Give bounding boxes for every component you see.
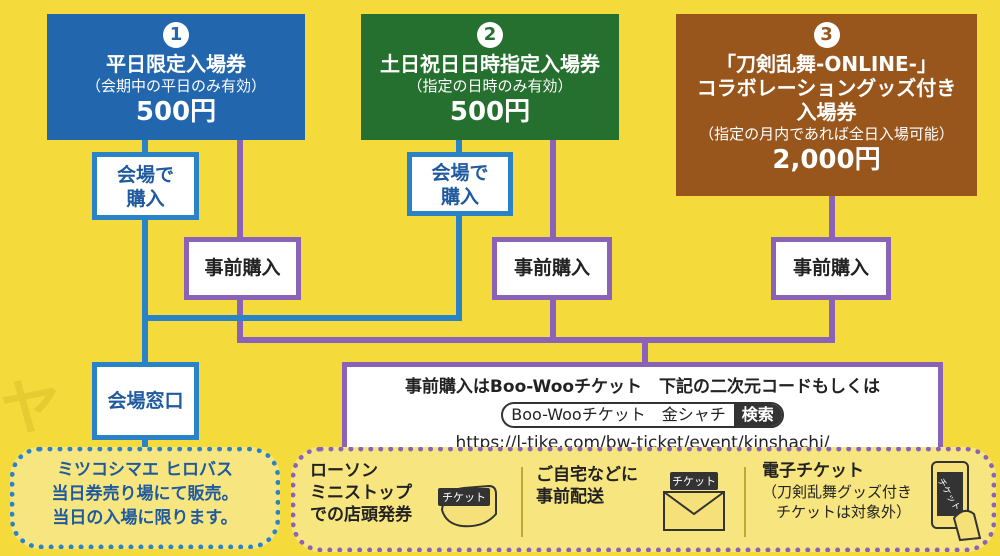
ticket-validity: （指定の日時のみ有効）	[407, 77, 573, 95]
advance-info-box: 事前購入はBoo-Wooチケット 下記の二次元コードもしくは Boo-Wooチケ…	[342, 362, 943, 460]
ticket-validity: （指定の月内であれば全日入場可能）	[699, 125, 954, 143]
venue-purchase-line1: 会場で	[116, 164, 174, 186]
walkin-line2: 当日券売り場にて販売。	[51, 484, 239, 504]
option-e-ticket: 電子チケット （刀剣乱舞グッズ付き チケットは対象外）	[762, 460, 912, 522]
venue-purchase-box-1: 会場で 購入	[92, 152, 199, 220]
ticket-number-badge: 2	[477, 22, 503, 48]
ticket-price: 2,000円	[772, 145, 881, 175]
option-line: ご自宅などに	[536, 465, 638, 485]
ticket-collab: 3 「刀剣乱舞-ONLINE-」 コラボレーショングッズ付き 入場券 （指定の月…	[676, 14, 977, 196]
walkin-line3: 当日の入場に限ります。	[52, 508, 238, 528]
ticket-price: 500円	[135, 97, 217, 127]
ticket-icon-text: チケット	[442, 491, 486, 504]
option-line: 電子チケット	[762, 461, 864, 481]
ticket-price: 500円	[449, 97, 531, 127]
search-button[interactable]: 検索	[733, 404, 782, 426]
walkin-info-box: ミツコシマエ ヒロバス 当日券売り場にて販売。 当日の入場に限ります。	[10, 447, 280, 549]
option-line: ミニストップ	[310, 483, 412, 503]
background-watermark: ヤ	[0, 374, 60, 444]
option-home-delivery: ご自宅などに 事前配送	[536, 464, 638, 508]
advance-info-text: 事前購入はBoo-Wooチケット 下記の二次元コードもしくは	[404, 377, 881, 397]
option-line: ローソン	[310, 461, 378, 481]
ticket-number-badge: 1	[163, 22, 189, 48]
option-line: での店頭発券	[310, 505, 412, 525]
option-note: （刀剣乱舞グッズ付き	[762, 483, 913, 501]
option-note: チケットは対象外）	[776, 503, 912, 521]
delivery-options-box: ローソン ミニストップ での店頭発券 チケット ご自宅などに 事前配送 チケット…	[291, 447, 996, 552]
advance-purchase-box-1: 事前購入	[184, 237, 301, 300]
ticket-name: 土日祝日日時指定入場券	[380, 52, 600, 76]
search-term: Boo-Wooチケット 金シャチ	[511, 405, 726, 424]
ticket-hand-icon: チケット	[438, 484, 497, 528]
search-pill[interactable]: Boo-Wooチケット 金シャチ検索	[501, 402, 784, 428]
option-line: 事前配送	[536, 487, 604, 507]
divider	[521, 467, 523, 537]
option-store-pickup: ローソン ミニストップ での店頭発券	[310, 460, 412, 526]
walkin-line1: ミツコシマエ ヒロバス	[57, 460, 233, 480]
search-bar[interactable]: Boo-Wooチケット 金シャチ検索	[347, 401, 938, 429]
advance-purchase-box-3: 事前購入	[771, 237, 891, 300]
ticket-weekend: 2 土日祝日日時指定入場券 （指定の日時のみ有効） 500円	[361, 14, 619, 140]
ticket-weekday: 1 平日限定入場券 （会期中の平日のみ有効） 500円	[47, 14, 305, 140]
ticket-name: 平日限定入場券	[106, 52, 246, 76]
smartphone-ticket-icon: チケット	[931, 461, 982, 542]
ticket-icon-text: チケット	[672, 475, 716, 488]
divider	[744, 467, 746, 537]
ticket-name-line3: 入場券	[796, 100, 857, 124]
ticket-validity: （会期中の平日のみ有効）	[85, 77, 266, 95]
advance-purchase-box-2: 事前購入	[492, 237, 612, 300]
ticket-name-line1: 「刀剣乱舞-ONLINE-」	[716, 52, 937, 76]
venue-purchase-line2: 購入	[440, 186, 479, 208]
venue-window-box: 会場窓口	[92, 362, 199, 440]
venue-purchase-box-2: 会場で 購入	[407, 152, 513, 216]
ticket-name-line2: コラボレーショングッズ付き	[696, 76, 957, 100]
ticket-number-badge: 3	[813, 22, 840, 48]
venue-purchase-line2: 購入	[126, 188, 165, 210]
venue-purchase-line1: 会場で	[431, 162, 489, 184]
ticket-envelope-icon: チケット	[663, 472, 725, 531]
